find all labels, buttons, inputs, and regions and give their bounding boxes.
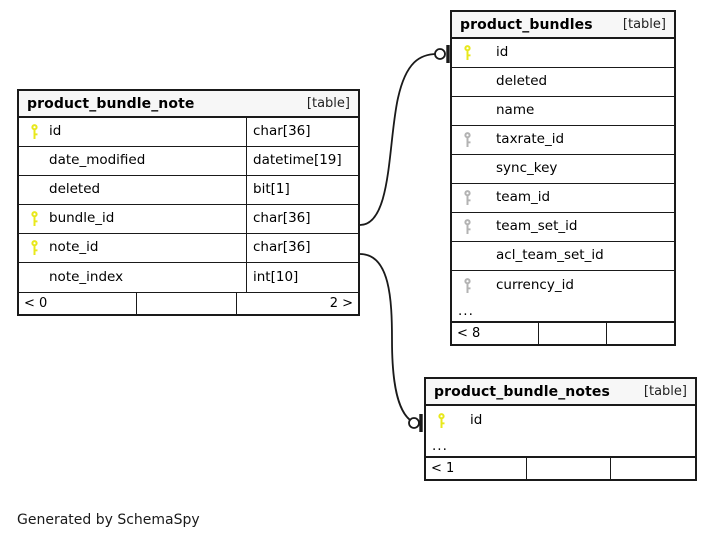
column-row[interactable]: team_set_id [452, 213, 674, 242]
foreign-key-icon [458, 277, 476, 294]
column-name-cell: deleted [19, 176, 246, 204]
column-name-cell: taxrate_id [452, 126, 674, 154]
more-columns-indicator: ... [452, 300, 674, 322]
primary-key-icon [458, 45, 476, 61]
entity-product_bundle_note[interactable]: product_bundle_note [table] id char[36] … [17, 89, 360, 316]
column-name: name [496, 102, 535, 119]
entity-title: product_bundles [460, 16, 593, 33]
column-name-cell: id [452, 39, 674, 67]
column-name: id [49, 123, 62, 140]
column-name: acl_team_set_id [496, 247, 604, 264]
entity-kind-label: [table] [306, 96, 350, 111]
column-row[interactable]: id [452, 39, 674, 68]
column-name: bundle_id [49, 210, 115, 227]
column-row[interactable]: id char[36] [19, 118, 358, 147]
entity-kind-label: [table] [643, 384, 687, 399]
column-name: taxrate_id [496, 131, 565, 148]
column-row[interactable]: note_index int[10] [19, 263, 358, 292]
column-row[interactable]: deleted [452, 68, 674, 97]
entity-title: product_bundle_notes [434, 383, 610, 400]
column-row[interactable]: acl_team_set_id [452, 242, 674, 271]
column-name: id [470, 411, 483, 428]
column-name-cell: id [426, 406, 695, 435]
column-row[interactable]: taxrate_id [452, 126, 674, 155]
column-list: id [426, 406, 695, 435]
entity-product_bundle_notes[interactable]: product_bundle_notes [table] id ... < 1 [424, 377, 697, 481]
column-type: char[36] [246, 234, 358, 262]
footer-parent-count: < 0 [24, 296, 48, 311]
footer-child-count: 2 > [329, 296, 353, 311]
entity-title: product_bundle_note [27, 95, 195, 112]
column-type: bit[1] [246, 176, 358, 204]
column-type: int[10] [246, 263, 358, 292]
column-name-cell: team_set_id [452, 213, 674, 241]
footer-child-count [611, 458, 695, 479]
footer-middle [526, 458, 611, 479]
footer-parent-count: < 8 [457, 326, 481, 341]
column-type: char[36] [246, 118, 358, 146]
column-name: id [496, 44, 509, 61]
foreign-key-icon [458, 190, 476, 206]
entity-kind-label: [table] [622, 17, 666, 32]
primary-key-icon [25, 124, 43, 140]
relationship-note-id [359, 253, 423, 432]
footer-middle [136, 293, 237, 314]
column-row[interactable]: team_id [452, 184, 674, 213]
column-name-cell: note_id [19, 234, 246, 262]
column-name-cell: name [452, 97, 674, 125]
column-name-cell: sync_key [452, 155, 674, 183]
cardinality-zero-marker [434, 48, 446, 60]
column-name-cell: date_modified [19, 147, 246, 175]
column-row[interactable]: name [452, 97, 674, 126]
column-list: id deleted name taxrate_id [452, 39, 674, 300]
entity-header: product_bundle_notes [table] [426, 379, 695, 406]
column-name: sync_key [496, 160, 558, 177]
column-row[interactable]: sync_key [452, 155, 674, 184]
footer-child-count [607, 323, 674, 344]
column-row[interactable]: deleted bit[1] [19, 176, 358, 205]
cardinality-zero-marker [408, 417, 420, 429]
column-row[interactable]: bundle_id char[36] [19, 205, 358, 234]
more-columns-indicator: ... [426, 435, 695, 457]
column-type: char[36] [246, 205, 358, 233]
entity-footer: < 1 [426, 457, 695, 479]
column-name: deleted [496, 73, 548, 90]
entity-footer: < 8 [452, 322, 674, 344]
footer-middle [538, 323, 607, 344]
column-name: team_set_id [496, 218, 578, 235]
column-name: currency_id [496, 276, 574, 293]
column-type: datetime[19] [246, 147, 358, 175]
primary-key-icon [432, 412, 450, 429]
relationship-bundle-id [359, 45, 450, 226]
column-name-cell: acl_team_set_id [452, 242, 674, 270]
primary-key-icon [25, 240, 43, 256]
entity-footer: < 0 2 > [19, 292, 358, 314]
column-row[interactable]: note_id char[36] [19, 234, 358, 263]
primary-key-icon [25, 211, 43, 227]
column-name-cell: note_index [19, 263, 246, 292]
column-name-cell: deleted [452, 68, 674, 96]
column-name: date_modified [49, 152, 146, 169]
diagram-caption: Generated by SchemaSpy [17, 512, 200, 528]
column-name-cell: currency_id [452, 271, 674, 300]
column-list: id char[36] date_modified datetime[19] d… [19, 118, 358, 292]
column-name: note_index [49, 268, 124, 285]
column-row[interactable]: date_modified datetime[19] [19, 147, 358, 176]
foreign-key-icon [458, 219, 476, 235]
column-name-cell: id [19, 118, 246, 146]
entity-header: product_bundles [table] [452, 12, 674, 39]
foreign-key-icon [458, 132, 476, 148]
column-name-cell: team_id [452, 184, 674, 212]
footer-parent-count: < 1 [431, 461, 455, 476]
column-name: note_id [49, 239, 99, 256]
column-name: team_id [496, 189, 551, 206]
entity-header: product_bundle_note [table] [19, 91, 358, 118]
column-name-cell: bundle_id [19, 205, 246, 233]
column-name: deleted [49, 181, 101, 198]
column-row[interactable]: currency_id [452, 271, 674, 300]
column-row[interactable]: id [426, 406, 695, 435]
entity-product_bundles[interactable]: product_bundles [table] id deleted name [450, 10, 676, 346]
